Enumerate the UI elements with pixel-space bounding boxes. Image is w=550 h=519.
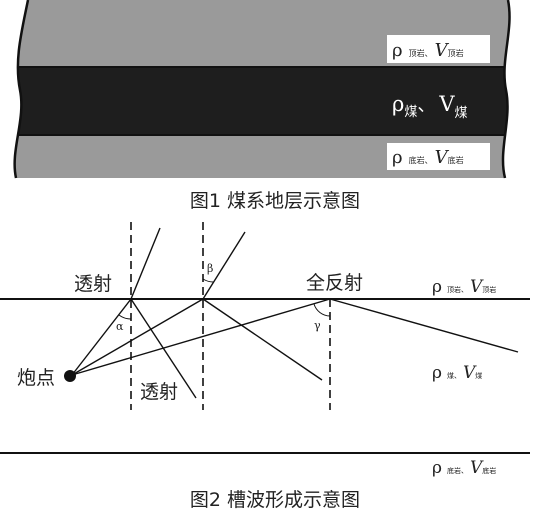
floor-label-box [387,143,490,170]
source-point-icon [64,370,76,382]
label-transmit-top: 透射 [74,273,112,295]
label-alpha: α [116,320,124,333]
label-beta: β [207,262,213,275]
roof-label-box [387,35,490,63]
label-gamma: γ [314,319,321,332]
figure2-caption: 图2 槽波形成示意图 [189,489,361,511]
beta-arc [202,278,215,283]
left-break-edge [13,0,30,179]
coal-seam-layer [14,67,510,135]
right-break-edge [501,0,511,179]
label-transmit-bottom: 透射 [140,381,178,403]
label-total-reflection: 全反射 [306,272,363,294]
gamma-arc [313,303,331,317]
coal-label: ρ煤、V煤 [392,92,468,121]
alpha-arc [118,314,132,320]
label-source: 炮点 [17,367,55,389]
figure1-caption: 图1 煤系地层示意图 [189,190,361,212]
